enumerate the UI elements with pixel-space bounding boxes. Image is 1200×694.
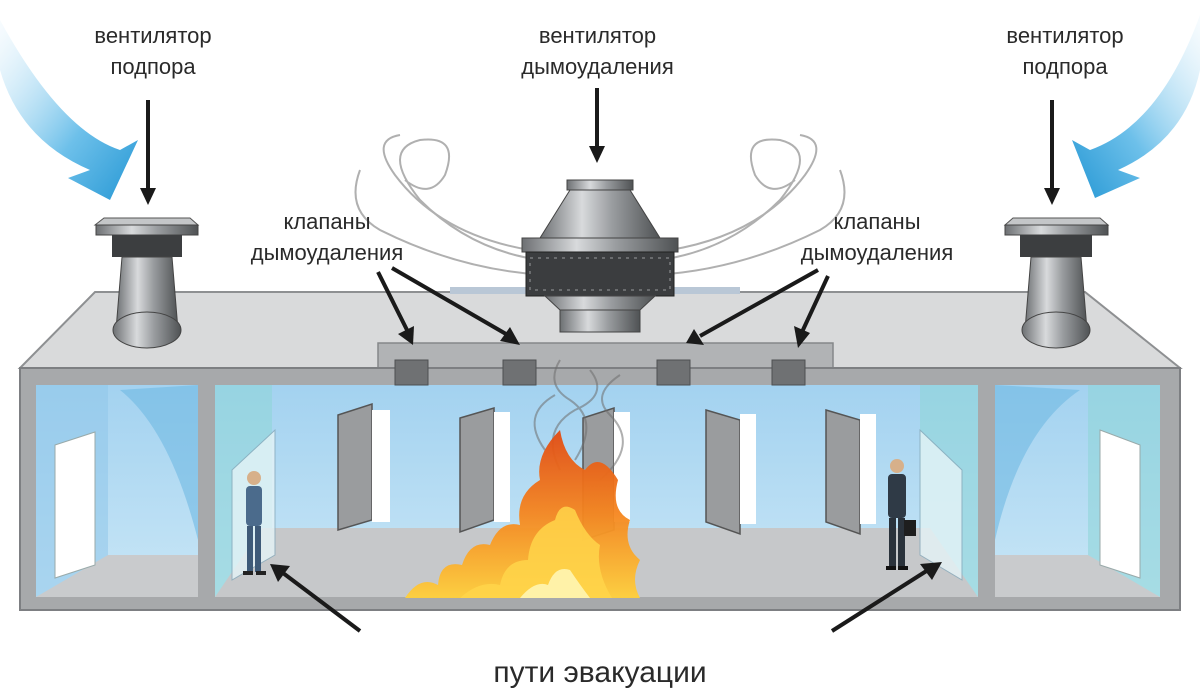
stairwell-left [36, 385, 198, 597]
exhaust-fan-label: вентилятор дымоудаления [485, 20, 710, 82]
label-line: вентилятор [538, 23, 657, 48]
supply-fan-left-label: вентилятор подпора [58, 20, 248, 82]
airflow-arrow-icon [0, 20, 138, 200]
pointer-arrows [140, 88, 1060, 633]
door-icon [705, 408, 756, 536]
label-line: подпора [110, 54, 196, 79]
label-line: клапаны [833, 209, 921, 234]
door-icon [337, 402, 390, 532]
supply-fan-icon [1003, 217, 1110, 349]
smoke-valve-icon [771, 359, 806, 386]
stairwell-right [995, 385, 1160, 597]
airflow-arrow-icon [1072, 15, 1200, 198]
smoke-valve-icon [394, 359, 429, 386]
label-line: дымоудаления [250, 240, 404, 265]
person-icon [886, 459, 916, 570]
door-icon [459, 406, 510, 534]
fire-icon [405, 430, 640, 598]
label-line: клапаны [283, 209, 371, 234]
supply-fan-right-label: вентилятор подпора [970, 20, 1160, 82]
smoke-exhaust-duct [377, 342, 834, 372]
smoke-valves-right-label: клапаны дымоудаления [772, 206, 982, 268]
smoke-valve-icon [502, 359, 537, 386]
smoke-valves-left-label: клапаны дымоудаления [222, 206, 432, 268]
label-line: подпора [1022, 54, 1108, 79]
label-line: вентилятор [1006, 23, 1124, 48]
label-line: вентилятор [94, 23, 212, 48]
smoke-valve-icon [656, 359, 691, 386]
label-line: дымоудаления [800, 240, 954, 265]
door-icon [825, 408, 876, 536]
label-line: дымоудаления [521, 54, 674, 79]
exhaust-fan-icon [521, 179, 679, 333]
smoke-icon [354, 134, 846, 276]
evacuation-routes-label: пути эвакуации [493, 656, 707, 689]
person-icon [243, 471, 266, 575]
supply-fan-icon [93, 217, 200, 349]
